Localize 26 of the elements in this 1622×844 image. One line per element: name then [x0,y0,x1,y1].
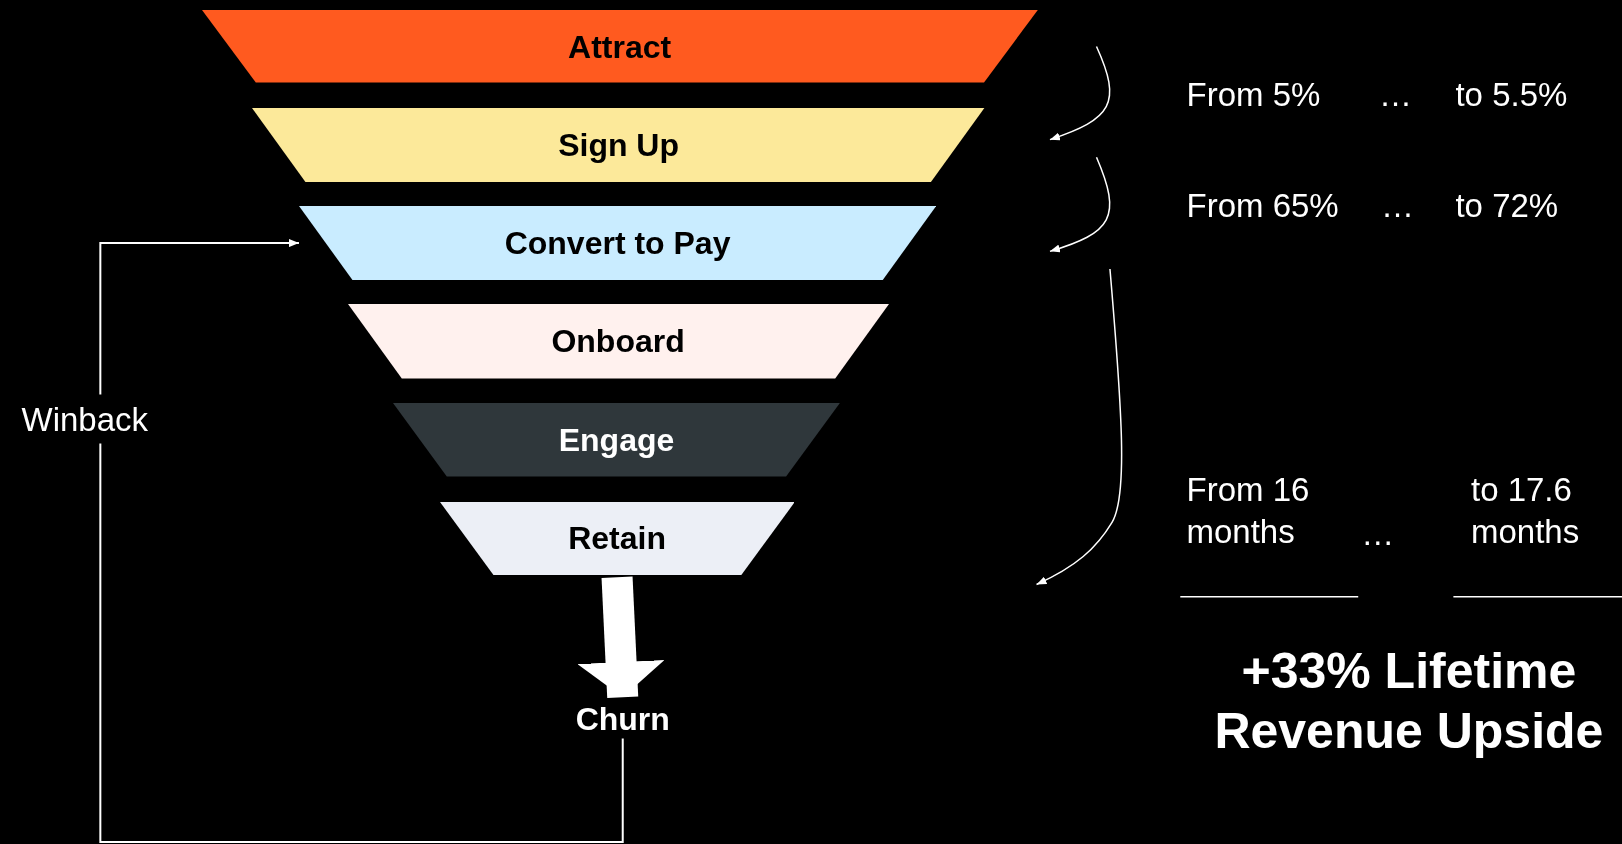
metric-text: From 5% [1186,75,1321,116]
funnel-stage [201,10,1038,83]
metric-text: From 65% [1186,186,1339,227]
metric-text: … [1361,514,1395,555]
metric-text: to 17.6 months [1470,469,1581,553]
metric-text: From 16 months [1186,469,1311,553]
funnel-stage [298,205,937,281]
stage-label: Onboard [551,325,685,358]
block-arrow [577,576,665,698]
stage-label: Sign Up [558,128,679,161]
stage-label: Retain [568,522,666,555]
stage-label: Convert to Pay [504,227,731,260]
summary-text: +33% Lifetime Revenue Upside [1213,642,1605,762]
metric-text: to 5.5% [1455,75,1568,116]
outcome-label: Churn [558,699,687,739]
edge-label: Winback [21,394,149,444]
funnel-stage [347,304,889,379]
funnel-stage [439,501,795,576]
funnel-stage [393,403,840,477]
metric-text: to 72% [1455,186,1559,227]
stage-label: Attract [568,30,672,63]
funnel-stage [252,107,985,183]
stage-label: Engage [558,424,675,457]
metric-text: … [1380,186,1414,227]
metric-text: … [1378,75,1412,116]
arrow [99,239,624,844]
